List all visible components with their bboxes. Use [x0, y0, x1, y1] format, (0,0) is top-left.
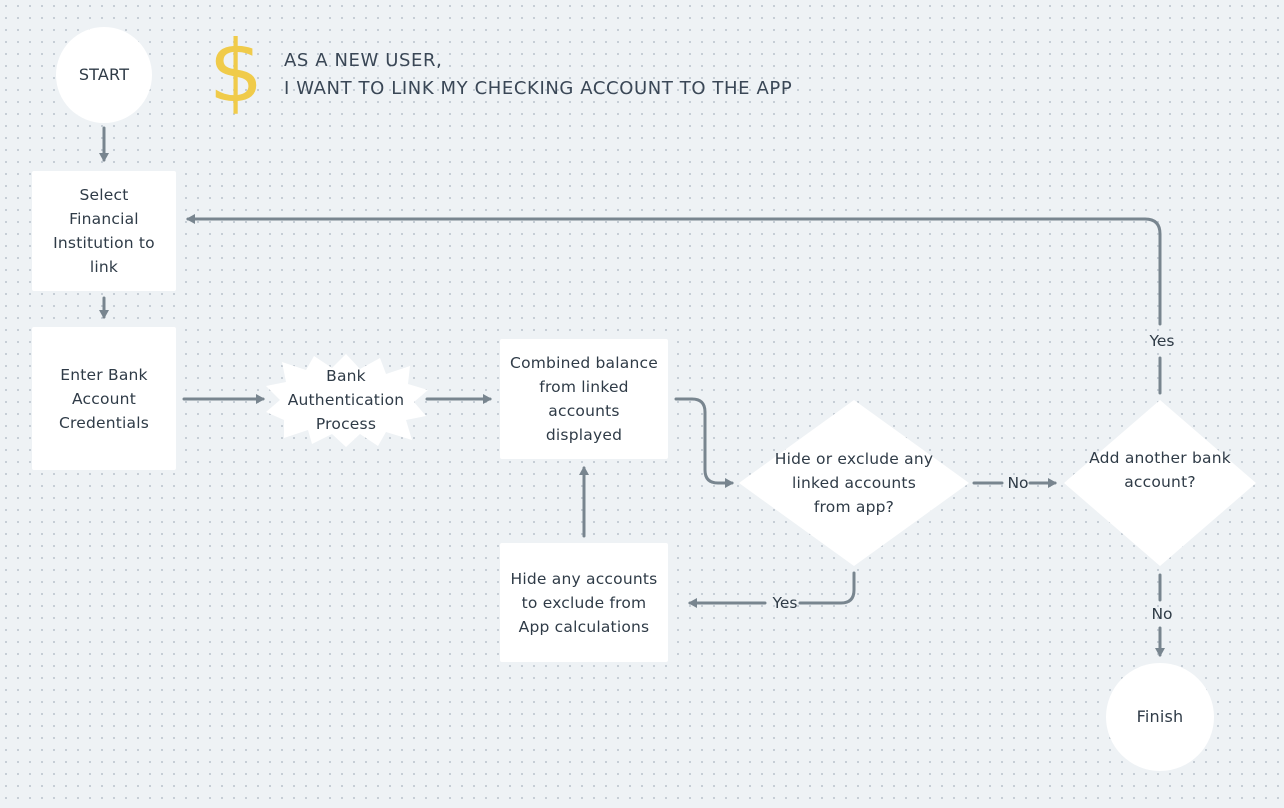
enter-credentials-step[interactable]: Enter Bank Account Credentials	[32, 327, 176, 470]
edge-hide-decision-yes	[798, 571, 856, 605]
select-institution-label: Select Financial Institution to link	[53, 186, 155, 276]
diamond-shape	[739, 400, 969, 566]
edge-label-no-hide: No	[1007, 474, 1029, 492]
bank-auth-process[interactable]: Bank Authentication Process	[262, 352, 430, 448]
select-institution-step[interactable]: Select Financial Institution to link	[32, 171, 176, 291]
enter-credentials-label: Enter Bank Account Credentials	[58, 365, 150, 432]
diamond-shape	[1064, 400, 1256, 566]
edge-label-yes-add: Yes	[1149, 332, 1175, 350]
combined-balance-label: Combined balance from linked accounts di…	[510, 354, 658, 444]
finish-node[interactable]: Finish	[1106, 663, 1214, 771]
hide-accounts-label: Hide any accounts to exclude from App ca…	[510, 569, 658, 636]
story-title-line-1: AS A NEW USER,	[284, 50, 443, 71]
bank-auth-label: Bank Authentication Process	[287, 367, 405, 433]
finish-label: Finish	[1136, 707, 1184, 726]
edge-add-another-yes-loop	[186, 214, 1162, 326]
hide-decision-label: Hide or exclude any linked accounts from…	[774, 450, 934, 516]
start-label: START	[78, 65, 130, 84]
combined-balance-step[interactable]: Combined balance from linked accounts di…	[500, 339, 668, 459]
edge-label-no-add: No	[1151, 605, 1173, 623]
add-another-label: Add another bank account?	[1089, 449, 1231, 491]
edge-balance-to-hide-decision	[674, 397, 734, 488]
start-node[interactable]: START	[56, 27, 152, 123]
add-another-decision[interactable]: Add another bank account?	[1064, 400, 1256, 566]
edge-label-yes-hide: Yes	[772, 594, 798, 612]
story-title-line-2: I WANT TO LINK MY CHECKING ACCOUNT TO TH…	[284, 78, 793, 99]
dollar-sign-icon: $	[208, 22, 264, 122]
hide-decision[interactable]: Hide or exclude any linked accounts from…	[739, 400, 969, 566]
starburst-shape	[266, 354, 428, 447]
hide-accounts-step[interactable]: Hide any accounts to exclude from App ca…	[500, 543, 668, 662]
